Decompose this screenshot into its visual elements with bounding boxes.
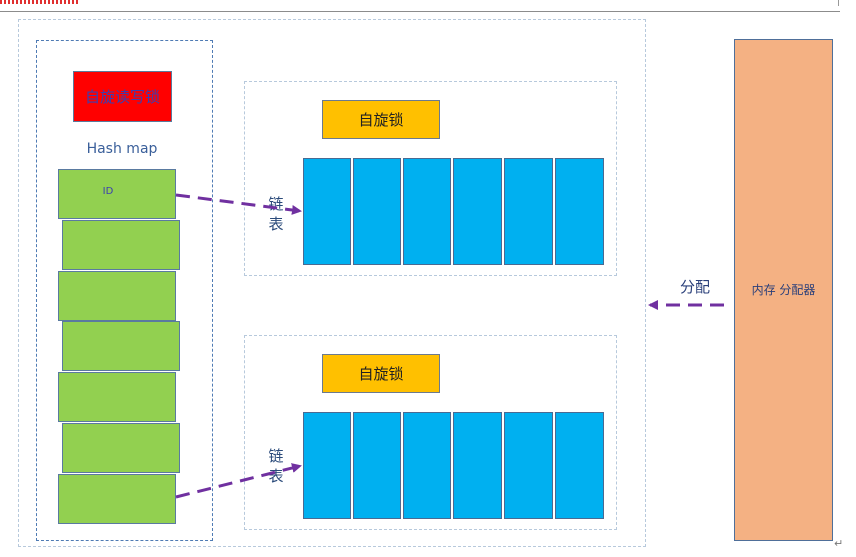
list-node bbox=[303, 158, 351, 265]
allocate-label: 分配 bbox=[680, 278, 711, 296]
hash-map-label: Hash map bbox=[86, 141, 158, 157]
list-node bbox=[453, 412, 502, 519]
bucket-id-label: ID bbox=[102, 186, 114, 197]
list-node bbox=[403, 158, 451, 265]
page-top-border bbox=[0, 11, 840, 12]
list-node bbox=[453, 158, 502, 265]
hash-bucket bbox=[58, 474, 176, 524]
hash-bucket bbox=[62, 423, 180, 473]
memory-allocator-box bbox=[734, 39, 833, 541]
linked-list-panel bbox=[244, 81, 617, 276]
outer-container bbox=[18, 19, 646, 547]
list-node bbox=[353, 412, 401, 519]
hash-bucket bbox=[62, 220, 180, 270]
list-node bbox=[403, 412, 451, 519]
hash-bucket bbox=[62, 321, 180, 371]
list-node bbox=[303, 412, 351, 519]
bucket-to-list-arrow bbox=[175, 193, 302, 215]
spin-rw-lock-box: 自旋读写锁 bbox=[73, 71, 172, 122]
bucket-to-list-arrow bbox=[175, 463, 302, 499]
spellcheck-underline bbox=[0, 0, 78, 4]
hash-bucket bbox=[58, 372, 176, 422]
return-mark-icon: ↵ bbox=[834, 537, 844, 550]
spin-lock-box: 自旋锁 bbox=[322, 100, 440, 139]
memory-allocator-label: 内存 分配器 bbox=[751, 283, 816, 297]
list-node bbox=[555, 412, 604, 519]
hash-map-container bbox=[36, 40, 213, 541]
linked-list-panel bbox=[244, 335, 617, 530]
list-node bbox=[504, 158, 553, 265]
spin-lock-box: 自旋锁 bbox=[322, 354, 440, 393]
list-node bbox=[504, 412, 553, 519]
list-node bbox=[555, 158, 604, 265]
list-node bbox=[353, 158, 401, 265]
page-corner-mark bbox=[838, 0, 840, 6]
hash-bucket: ID bbox=[58, 169, 176, 219]
hash-bucket bbox=[58, 271, 176, 321]
